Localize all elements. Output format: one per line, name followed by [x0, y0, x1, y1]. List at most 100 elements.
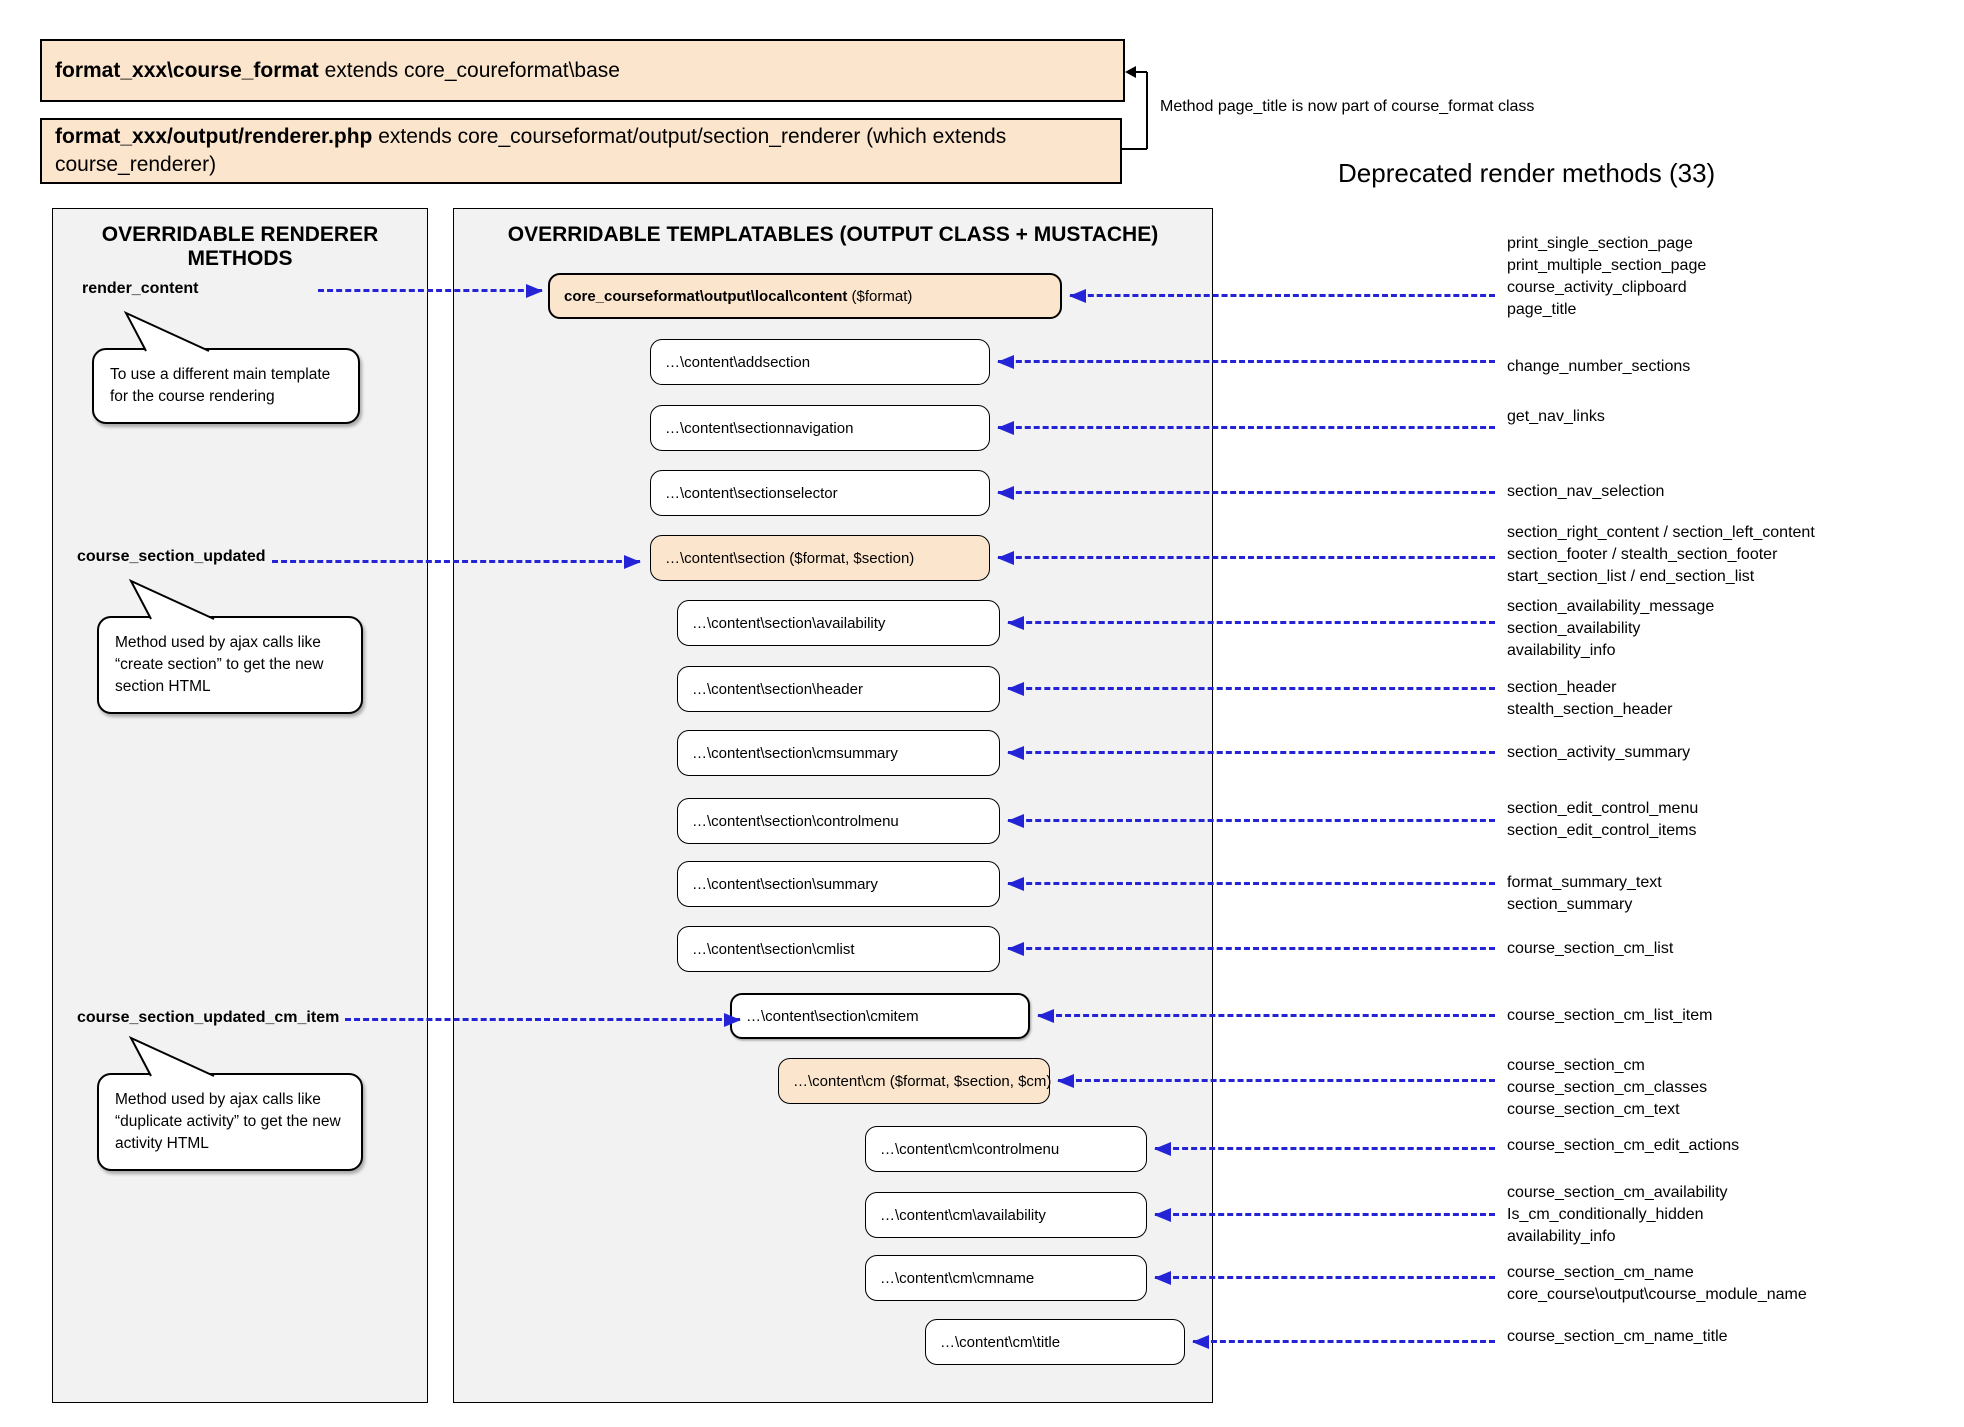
deprecated-method: section_activity_summary	[1507, 744, 1691, 761]
templatable-label: …\content\section\header	[692, 680, 863, 698]
arrowhead-left-icon	[997, 485, 1014, 500]
deprecated-method: change_number_sections	[1507, 358, 1691, 375]
arrow-course-section-updated-cm-item-to-cmitem	[345, 1012, 741, 1027]
deprecated-method: course_section_cm_name	[1507, 1264, 1694, 1281]
templatable-box-section-cmlist: …\content\section\cmlist	[677, 926, 1000, 972]
arrowhead-left-icon	[1007, 745, 1024, 760]
templatable-box-section: …\content\section ($format, $section)	[650, 535, 990, 581]
templatable-box-cm-cmname: …\content\cm\cmname	[865, 1255, 1147, 1301]
deprecated-method: get_nav_links	[1507, 408, 1605, 425]
deprecated-method: availability_info	[1507, 642, 1616, 659]
deprecated-method: start_section_list / end_section_list	[1507, 568, 1755, 585]
deprecated-group-sectionnavigation: get_nav_links	[1507, 406, 1605, 428]
arrowhead-left-icon	[1069, 288, 1086, 303]
deprecated-method: course_section_cm_classes	[1507, 1079, 1708, 1096]
templatable-box-content: core_courseformat\output\local\content (…	[548, 273, 1062, 319]
templatable-label: …\content\addsection	[665, 353, 811, 371]
templatable-label: …\content\cm\cmname	[880, 1269, 1035, 1287]
templatable-box-section-summary: …\content\section\summary	[677, 861, 1000, 907]
tooltip-text: Method used by ajax calls like “duplicat…	[115, 1091, 341, 1152]
arrow-deprecated-to-section-cmlist	[1007, 941, 1495, 956]
deprecated-group-cmitem: course_section_cm_list_item	[1507, 1005, 1712, 1027]
deprecated-method: course_section_cm_edit_actions	[1507, 1137, 1740, 1154]
class-extends: extends core_coureformat\base	[318, 58, 620, 82]
templatable-box-section-availability: …\content\section\availability	[677, 600, 1000, 646]
deprecated-group-cm-controlmenu: course_section_cm_edit_actions	[1507, 1135, 1739, 1157]
deprecated-method: Is_cm_conditionally_hidden	[1507, 1206, 1704, 1223]
arrow-deprecated-to-cm-controlmenu	[1154, 1141, 1495, 1156]
bubble-tail-icon	[123, 310, 210, 352]
deprecated-method: section_availability_message	[1507, 598, 1715, 615]
deprecated-method: section_footer / stealth_section_footer	[1507, 546, 1778, 563]
class-box-renderer-php-text: format_xxx/output/renderer.php extends c…	[55, 123, 1107, 179]
arrow-deprecated-to-cm-availability	[1154, 1207, 1495, 1222]
deprecated-method: section_edit_control_menu	[1507, 800, 1699, 817]
arrowhead-left-icon	[1007, 941, 1024, 956]
method-label-render-content: render_content	[82, 280, 199, 297]
deprecated-method: course_section_cm_name_title	[1507, 1328, 1728, 1345]
arrow-deprecated-to-section	[997, 550, 1495, 565]
templatable-box-sectionnavigation: …\content\sectionnavigation	[650, 405, 990, 451]
templatable-label: …\content\section\controlmenu	[692, 812, 899, 830]
templatable-label: …\content\section\summary	[692, 875, 878, 893]
deprecated-method: availability_info	[1507, 1228, 1616, 1245]
templatable-box-cm: …\content\cm ($format, $section, $cm)	[778, 1058, 1051, 1104]
templatable-label: …\content\cm\availability	[880, 1206, 1046, 1224]
class-box-course-format-text: format_xxx\course_format extends core_co…	[55, 57, 620, 85]
deprecated-method: section_summary	[1507, 896, 1633, 913]
deprecated-group-addsection: change_number_sections	[1507, 356, 1690, 378]
deprecated-method: course_section_cm_availability	[1507, 1184, 1728, 1201]
arrow-deprecated-to-cmitem	[1037, 1008, 1495, 1023]
deprecated-group-cm-title: course_section_cm_name_title	[1507, 1326, 1728, 1348]
templatable-label: …\content\section\availability	[692, 614, 886, 632]
bracket-bottom-line	[1122, 148, 1147, 150]
class-box-renderer-php: format_xxx/output/renderer.php extends c…	[40, 118, 1122, 184]
arrowhead-left-icon	[1037, 1008, 1054, 1023]
arrowhead-left-icon	[1007, 681, 1024, 696]
deprecated-method: section_edit_control_items	[1507, 822, 1697, 839]
templatable-label: …\content\sectionnavigation	[665, 419, 854, 437]
class-name: format_xxx\course_format	[55, 58, 319, 82]
arrow-deprecated-to-addsection	[997, 354, 1495, 369]
arrow-deprecated-to-cm	[1057, 1073, 1495, 1088]
tooltip-render-content: To use a different main template for the…	[92, 310, 360, 424]
deprecated-group-cm: course_section_cm course_section_cm_clas…	[1507, 1055, 1707, 1121]
deprecated-method: print_single_section_page	[1507, 235, 1693, 252]
templatable-label: …\content\sectionselector	[665, 484, 838, 502]
bubble-tail-icon	[128, 578, 215, 620]
class-box-course-format: format_xxx\course_format extends core_co…	[40, 39, 1125, 102]
templatable-args: ($format)	[847, 287, 913, 305]
deprecated-method: course_section_cm_list	[1507, 940, 1674, 957]
deprecated-method: section_nav_selection	[1507, 483, 1665, 500]
arrow-deprecated-to-cm-title	[1192, 1334, 1495, 1349]
deprecated-method: section_right_content / section_left_con…	[1507, 524, 1815, 541]
bracket-top-line	[1136, 71, 1147, 73]
arrow-deprecated-to-sectionnavigation	[997, 420, 1495, 435]
page-title-note: Method page_title is now part of course_…	[1160, 98, 1535, 115]
deprecated-method: section_availability	[1507, 620, 1641, 637]
deprecated-group-section-cmsummary: section_activity_summary	[1507, 742, 1690, 764]
templatable-label: …\content\cm\controlmenu	[880, 1140, 1060, 1158]
arrowhead-right-icon	[624, 554, 641, 569]
arrow-deprecated-to-sectionselector	[997, 485, 1495, 500]
deprecated-group-section-header: section_header stealth_section_header	[1507, 677, 1672, 721]
arrowhead-left-icon	[1007, 615, 1024, 630]
deprecated-method: course_section_cm_list_item	[1507, 1007, 1713, 1024]
deprecated-group-cm-cmname: course_section_cm_name core_course\outpu…	[1507, 1262, 1807, 1306]
bracket-vertical-line	[1146, 72, 1148, 149]
arrowhead-left-icon	[997, 550, 1014, 565]
tooltip-text: Method used by ajax calls like “create s…	[115, 634, 324, 695]
templatable-label: …\content\section\cmlist	[692, 940, 855, 958]
deprecated-method: page_title	[1507, 301, 1577, 318]
templatable-box-section-cmsummary: …\content\section\cmsummary	[677, 730, 1000, 776]
arrow-deprecated-to-section-summary	[1007, 876, 1495, 891]
templatable-label: …\content\section ($format, $section)	[665, 549, 915, 567]
templatable-box-sectionselector: …\content\sectionselector	[650, 470, 990, 516]
class-extends: extends core_courseformat/output/section…	[55, 125, 1007, 176]
deprecated-method: format_summary_text	[1507, 874, 1662, 891]
deprecated-group-section-cmlist: course_section_cm_list	[1507, 938, 1673, 960]
arrowhead-left-icon	[1154, 1207, 1171, 1222]
class-name: format_xxx/output/renderer.php	[55, 125, 373, 148]
arrow-render-content-to-content	[318, 283, 543, 298]
left-panel-title: OVERRIDABLE RENDERER METHODS	[101, 223, 379, 270]
